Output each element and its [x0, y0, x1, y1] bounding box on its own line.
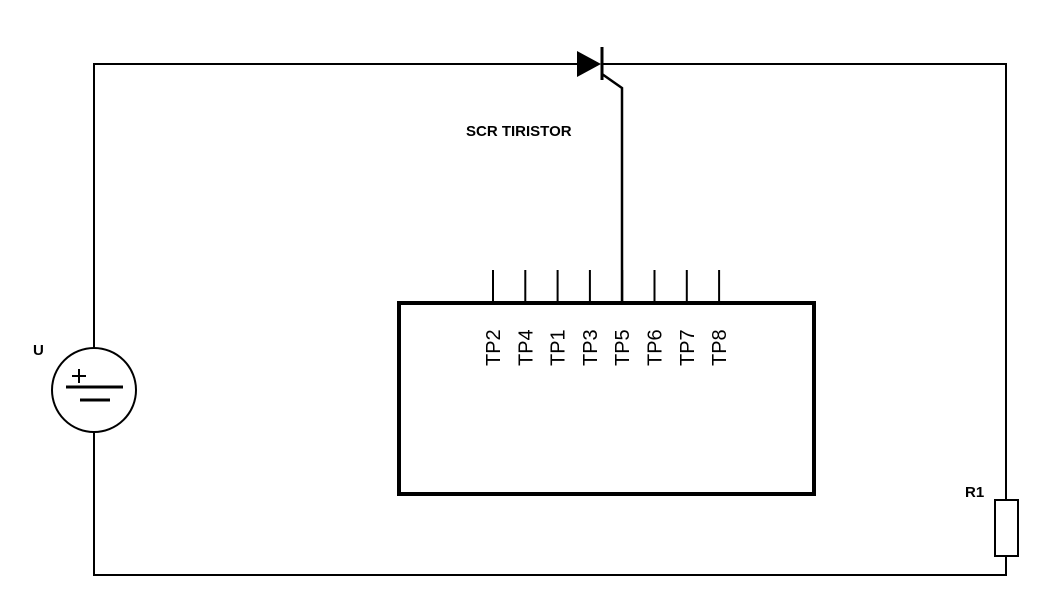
scr-thyristor-icon — [577, 51, 601, 77]
resistor-r1 — [994, 499, 1019, 557]
scr-gate-wire — [601, 72, 624, 302]
resistor-label: R1 — [965, 484, 984, 501]
scr-label: SCR TIRISTOR — [466, 123, 572, 140]
pin-label: TP3 — [580, 329, 602, 366]
pin-label: TP5 — [612, 329, 634, 366]
wire-top-bottom-loop — [93, 63, 577, 348]
pin-label: TP8 — [709, 329, 731, 366]
pin-label: TP7 — [677, 329, 699, 366]
pin-label: TP4 — [515, 329, 537, 366]
source-label: U — [33, 342, 44, 359]
voltage-source-icon — [51, 347, 137, 433]
pin-label: TP1 — [548, 329, 570, 366]
wire-right — [602, 63, 1007, 500]
wire-bottom — [93, 432, 1007, 576]
ic-block — [397, 301, 816, 496]
pin-label: TP2 — [483, 329, 505, 366]
pin-label: TP6 — [645, 329, 667, 366]
